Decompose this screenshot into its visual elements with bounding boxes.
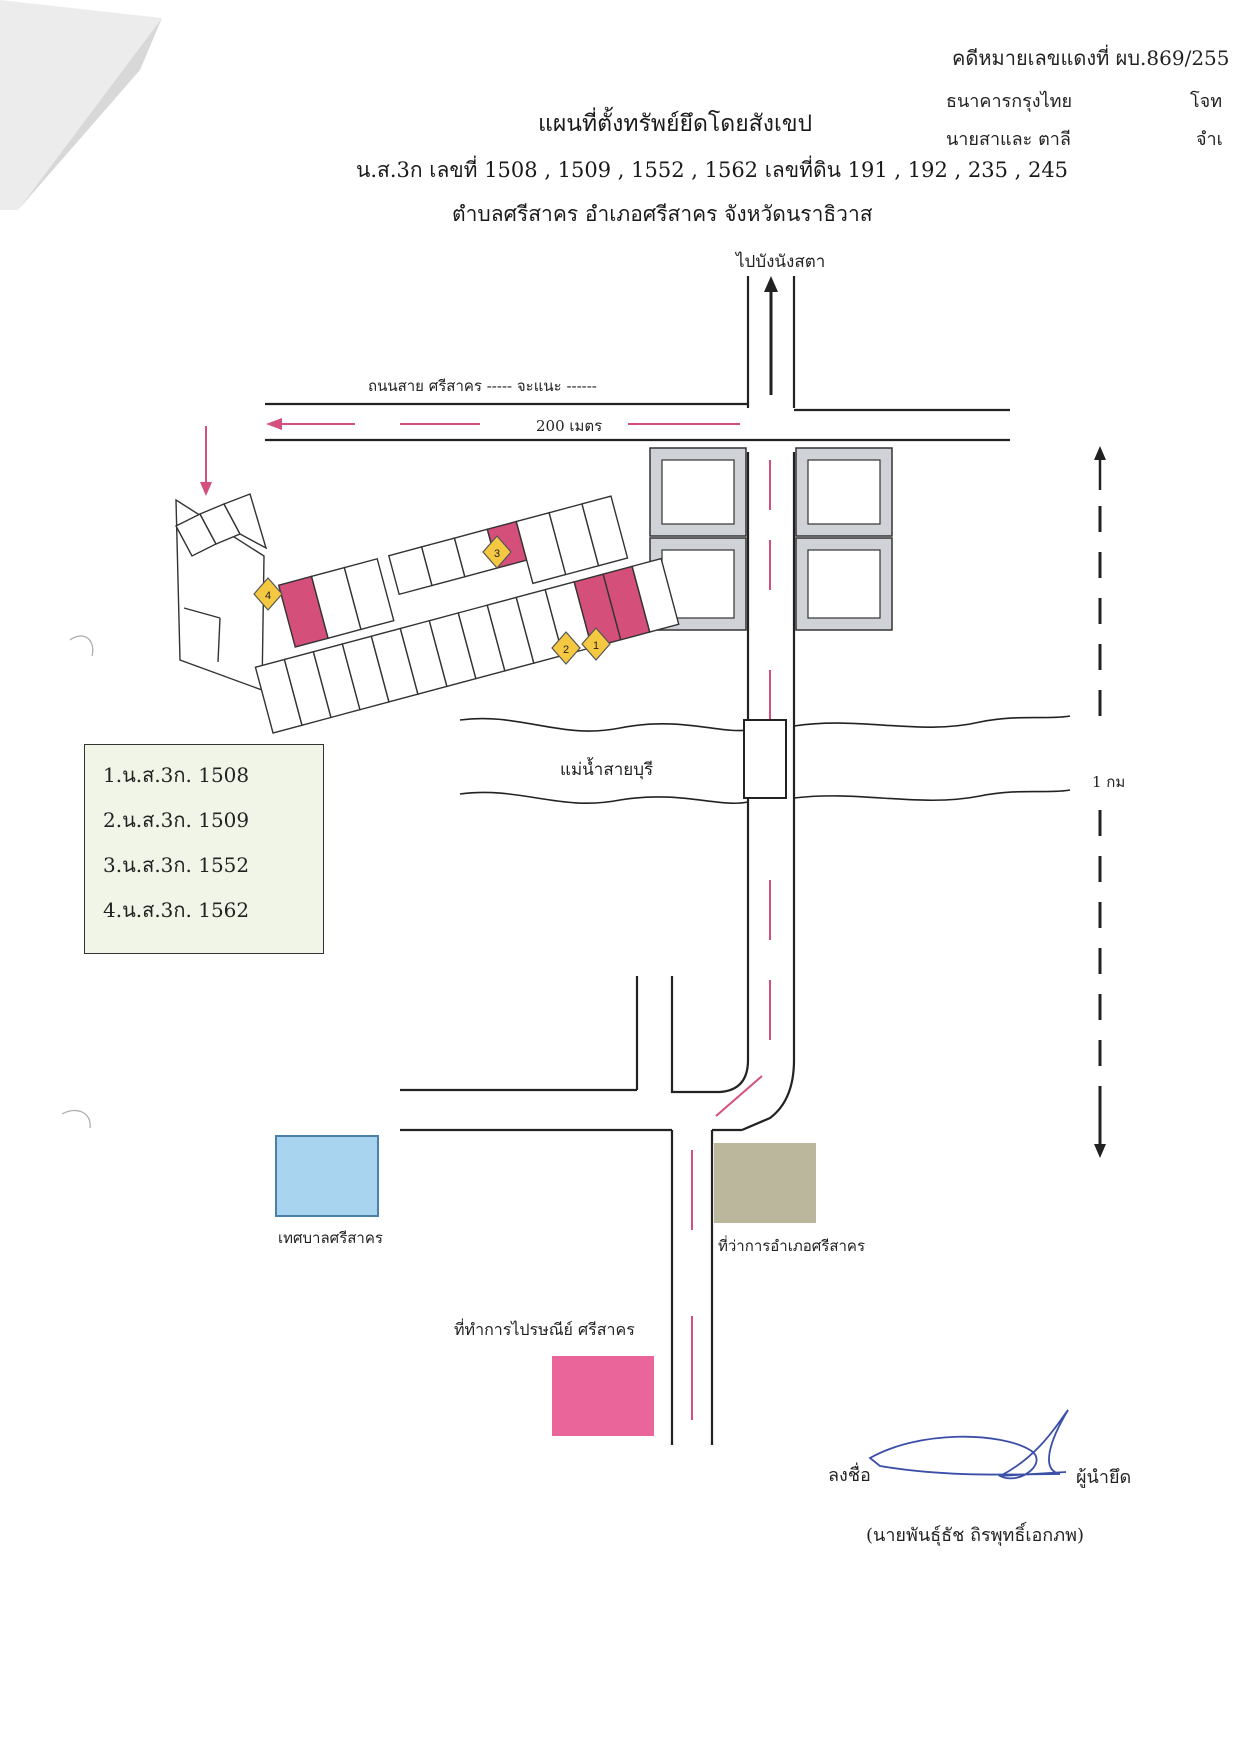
parcel-marker-3: 3 (482, 535, 512, 569)
punch-hole-marks (61, 635, 94, 1129)
plaintiff-name: ธนาคารกรุงไทย (946, 91, 1073, 112)
sign-label: ลงชื่อ (828, 1465, 871, 1486)
parcel-number-4: 4 (265, 590, 271, 602)
scale-label: 1 กม (1092, 773, 1126, 791)
deed-numbers: น.ส.3ก เลขที่ 1508 , 1509 , 1552 , 1562 … (356, 158, 1069, 182)
municipality-label: เทศบาลศรีสาคร (278, 1229, 383, 1247)
fold-shadow (18, 18, 162, 210)
legend-item: 2.น.ส.3ก. 1509 (103, 808, 250, 832)
distance-label: 200 เมตร (532, 414, 607, 438)
signer-role: ผู้นำยึด (1076, 1467, 1132, 1488)
defendant-name: นายสาและ ตาลี (946, 129, 1071, 150)
east-west-road (265, 402, 1010, 442)
land-lots (175, 493, 680, 734)
district-office-label: ที่ว่าการอำเภอศรีสาคร (718, 1237, 865, 1255)
signer-name: (นายพันธุ์ธัช ถิรพุทธิ์เอกภพ) (866, 1525, 1084, 1546)
post-office-block (552, 1356, 654, 1436)
north-arrow (764, 276, 778, 395)
legend: 1.น.ส.3ก. 1508 2.น.ส.3ก. 1509 3.น.ส.3ก. … (84, 744, 324, 954)
scale-bar (1094, 446, 1106, 1158)
parcel-number-2: 2 (563, 644, 569, 656)
north-destination-label: ไปบังนังสตา (736, 252, 826, 272)
plaintiff-role: โจท (1190, 91, 1223, 112)
municipality-block (275, 1135, 379, 1217)
parcel-marker-1: 1 (581, 627, 611, 661)
post-office-label: ที่ทำการไปรษณีย์ ศรีสาคร (454, 1320, 635, 1339)
bridge (743, 719, 787, 799)
parcel-marker-4: 4 (253, 577, 283, 611)
folded-corner (0, 0, 162, 210)
river (459, 715, 1071, 805)
parcel-marker-2: 2 (551, 631, 581, 665)
signature-scribble (868, 1409, 1069, 1480)
south-cross-road (400, 976, 672, 1132)
location-line: ตำบลศรีสาคร อำเภอศรีสาคร จังหวัดนราธิวาส (452, 202, 873, 226)
legend-item: 3.น.ส.3ก. 1552 (103, 853, 250, 877)
defendant-role: จำเ (1196, 129, 1223, 150)
map-title: แผนที่ตั้งทรัพย์ยึดโดยสังเขป (538, 111, 813, 137)
parcel-number-3: 3 (494, 548, 500, 560)
legend-item: 4.น.ส.3ก. 1562 (103, 898, 250, 922)
case-number: คดีหมายเลขแดงที่ ผบ.869/255 (952, 46, 1230, 70)
down-arrow (200, 426, 212, 496)
west-arrow (266, 418, 355, 430)
parcel-markers: 1 2 3 4 (253, 535, 611, 665)
legend-item: 1.น.ส.3ก. 1508 (103, 763, 250, 787)
river-label: แม่น้ำสายบุรี (560, 760, 654, 780)
parcel-number-1: 1 (593, 640, 599, 652)
road-centerline (400, 423, 771, 1420)
district-office-block (714, 1143, 816, 1223)
road-name-label: ถนนสาย ศรีสาคร ----- จะแนะ ------ (368, 377, 597, 395)
